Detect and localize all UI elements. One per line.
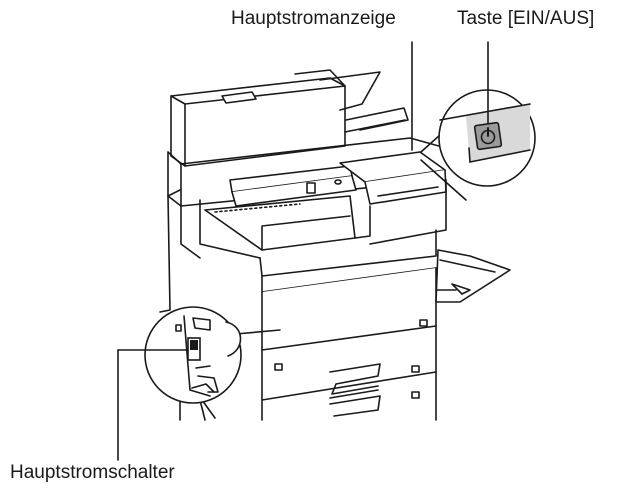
main-power-switch-label: Hauptstromschalter — [10, 462, 175, 483]
main-power-indicator-label: Hauptstromanzeige — [231, 8, 396, 29]
power-icon — [473, 121, 503, 151]
main-switch-leader — [117, 349, 191, 461]
operation-panel — [229, 151, 447, 207]
bypass-tray — [435, 249, 511, 303]
rocker-switch-icon — [187, 337, 201, 361]
power-button-label: Taste [EIN/AUS] — [457, 8, 595, 29]
output-tray — [180, 179, 447, 277]
paper-cabinet — [159, 195, 437, 421]
main-switch-zoom — [144, 306, 281, 419]
